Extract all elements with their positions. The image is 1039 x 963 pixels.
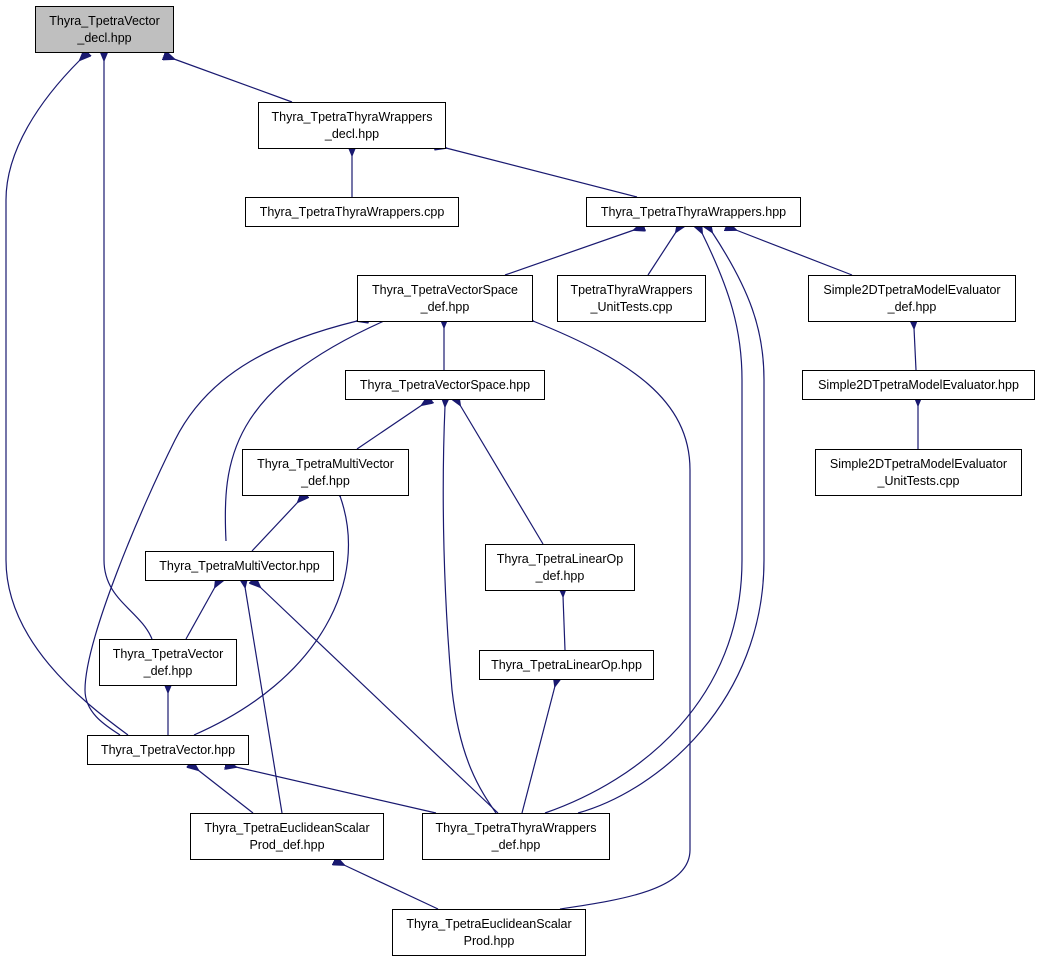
edge-tvdecl-to-ttwdecl <box>174 59 293 103</box>
node-label-line: _UnitTests.cpp <box>590 299 673 314</box>
node-thyra-tpetra-linear-op-hpp[interactable]: Thyra_TpetraLinearOp.hpp <box>479 650 654 680</box>
node-label-line: _def.hpp <box>887 299 937 314</box>
edge-tvdecl-to-tvhpp <box>5 60 129 736</box>
node-label-line: Thyra_TpetraVectorSpace.hpp <box>359 377 531 392</box>
edge-tmvdef-to-tmvhpp <box>251 502 298 552</box>
edge-tlodef-to-tlohpp <box>563 596 565 651</box>
edge-ttwhpp-to-ttwdef-a <box>544 233 743 814</box>
node-label-line: Thyra_TpetraThyraWrappers <box>435 820 597 835</box>
node-label-line: _def.hpp <box>491 837 541 852</box>
node-label-line: Simple2DTpetraModelEvaluator <box>823 282 1001 297</box>
node-label-line: Thyra_TpetraVector <box>112 646 224 661</box>
node-label-line: Thyra_TpetraVectorSpace <box>372 282 518 297</box>
node-thyra-tpetra-vector-space-hpp[interactable]: Thyra_TpetraVectorSpace.hpp <box>345 370 545 400</box>
node-simple2d-tpetra-model-evaluator-hpp[interactable]: Simple2DTpetraModelEvaluator.hpp <box>802 370 1035 400</box>
node-thyra-tpetra-linear-op-def[interactable]: Thyra_TpetraLinearOp _def.hpp <box>485 544 635 591</box>
node-label-line: Thyra_TpetraVector.hpp <box>100 742 236 757</box>
edge-tespdef-to-tesphpp <box>344 865 439 910</box>
edge-tlohpp-to-ttwdef <box>521 686 555 814</box>
node-thyra-tpetra-thyra-wrappers-cpp[interactable]: Thyra_TpetraThyraWrappers.cpp <box>245 197 459 227</box>
node-thyra-tpetra-euclidean-scalar-prod-hpp[interactable]: Thyra_TpetraEuclideanScalar Prod.hpp <box>392 909 586 956</box>
node-label-line: Thyra_TpetraVector <box>49 13 160 28</box>
edge-tmvhpp-to-ttwdef <box>260 587 499 814</box>
node-thyra-tpetra-multi-vector-def[interactable]: Thyra_TpetraMultiVector _def.hpp <box>242 449 409 496</box>
node-label-line: _def.hpp <box>301 473 350 488</box>
edge-ttwhpp-to-tvsdef <box>504 230 634 276</box>
node-thyra-tpetra-thyra-wrappers-hpp[interactable]: Thyra_TpetraThyraWrappers.hpp <box>586 197 801 227</box>
node-simple2d-tpetra-model-evaluator-def[interactable]: Simple2DTpetraModelEvaluator _def.hpp <box>808 275 1016 322</box>
edge-ttwhpp-to-ttwdef-b <box>577 232 765 814</box>
edge-tvsdef-to-tvhpp <box>84 321 357 736</box>
node-label-line: Thyra_TpetraMultiVector <box>257 456 394 471</box>
node-label-line: Thyra_TpetraLinearOp <box>496 551 624 566</box>
node-label-line: Thyra_TpetraLinearOp.hpp <box>491 657 642 672</box>
node-label-line: _def.hpp <box>420 299 470 314</box>
node-label-line: Thyra_TpetraThyraWrappers <box>271 109 433 124</box>
edge-s2ddef-to-s2dhpp <box>914 328 916 371</box>
node-label-line: _decl.hpp <box>77 30 132 45</box>
node-thyra-tpetra-vector-space-def[interactable]: Thyra_TpetraVectorSpace _def.hpp <box>357 275 533 322</box>
node-thyra-tpetra-vector-def[interactable]: Thyra_TpetraVector _def.hpp <box>99 639 237 686</box>
node-label-line: Thyra_TpetraMultiVector.hpp <box>159 558 320 573</box>
node-label-line: Prod_def.hpp <box>249 837 325 852</box>
node-thyra-tpetra-multi-vector-hpp[interactable]: Thyra_TpetraMultiVector.hpp <box>145 551 334 581</box>
node-label-line: Thyra_TpetraThyraWrappers.cpp <box>259 204 445 219</box>
edge-tvhpp-to-tespdef <box>198 770 254 814</box>
edge-tvdecl-to-tvdef <box>104 60 153 640</box>
node-label-line: _def.hpp <box>535 568 585 583</box>
node-thyra-tpetra-thyra-wrappers-def[interactable]: Thyra_TpetraThyraWrappers _def.hpp <box>422 813 610 860</box>
edge-tmvhpp-to-tespdef <box>245 587 283 814</box>
edge-tvsdef-to-tmvhpp <box>224 321 384 542</box>
node-thyra-tpetra-euclidean-scalar-prod-def[interactable]: Thyra_TpetraEuclideanScalar Prod_def.hpp <box>190 813 384 860</box>
node-label-line: _decl.hpp <box>324 126 380 141</box>
node-simple2d-tpetra-model-evaluator-unit-tests[interactable]: Simple2DTpetraModelEvaluator _UnitTests.… <box>815 449 1022 496</box>
node-label-line: _UnitTests.cpp <box>877 473 960 488</box>
node-thyra-tpetra-vector-hpp[interactable]: Thyra_TpetraVector.hpp <box>87 735 249 765</box>
node-label-line: Thyra_TpetraThyraWrappers.hpp <box>600 204 787 219</box>
edge-tvhpp-to-ttwdef <box>236 767 437 814</box>
node-thyra-tpetra-vector-decl[interactable]: Thyra_TpetraVector _decl.hpp <box>35 6 174 53</box>
edge-tvsdef-to-tesphpp <box>533 321 691 910</box>
node-label-line: _def.hpp <box>143 663 193 678</box>
edge-tvshpp-to-ttwdef <box>443 406 497 814</box>
node-tpetra-thyra-wrappers-unit-tests[interactable]: TpetraThyraWrappers _UnitTests.cpp <box>557 275 706 322</box>
edge-ttwhpp-to-s2ddef <box>736 230 853 276</box>
edge-tvshpp-to-tmvdef <box>356 405 422 450</box>
edge-tmvhpp-to-tvdef <box>185 587 215 640</box>
node-label-line: Simple2DTpetraModelEvaluator.hpp <box>818 377 1019 392</box>
node-label-line: Thyra_TpetraEuclideanScalar <box>406 916 572 931</box>
node-label-line: Prod.hpp <box>463 933 515 948</box>
node-label-line: Thyra_TpetraEuclideanScalar <box>204 820 370 835</box>
node-label-line: Simple2DTpetraModelEvaluator <box>829 456 1008 471</box>
edge-ttwhpp-to-ttwut <box>647 232 676 276</box>
edge-tvshpp-to-tlodef <box>460 405 544 545</box>
edge-ttwdecl-to-ttwhpp <box>446 148 638 198</box>
edge-tmvdef-to-tvhpp <box>193 496 349 736</box>
node-thyra-tpetra-thyra-wrappers-decl[interactable]: Thyra_TpetraThyraWrappers _decl.hpp <box>258 102 446 149</box>
node-label-line: TpetraThyraWrappers <box>570 282 693 297</box>
